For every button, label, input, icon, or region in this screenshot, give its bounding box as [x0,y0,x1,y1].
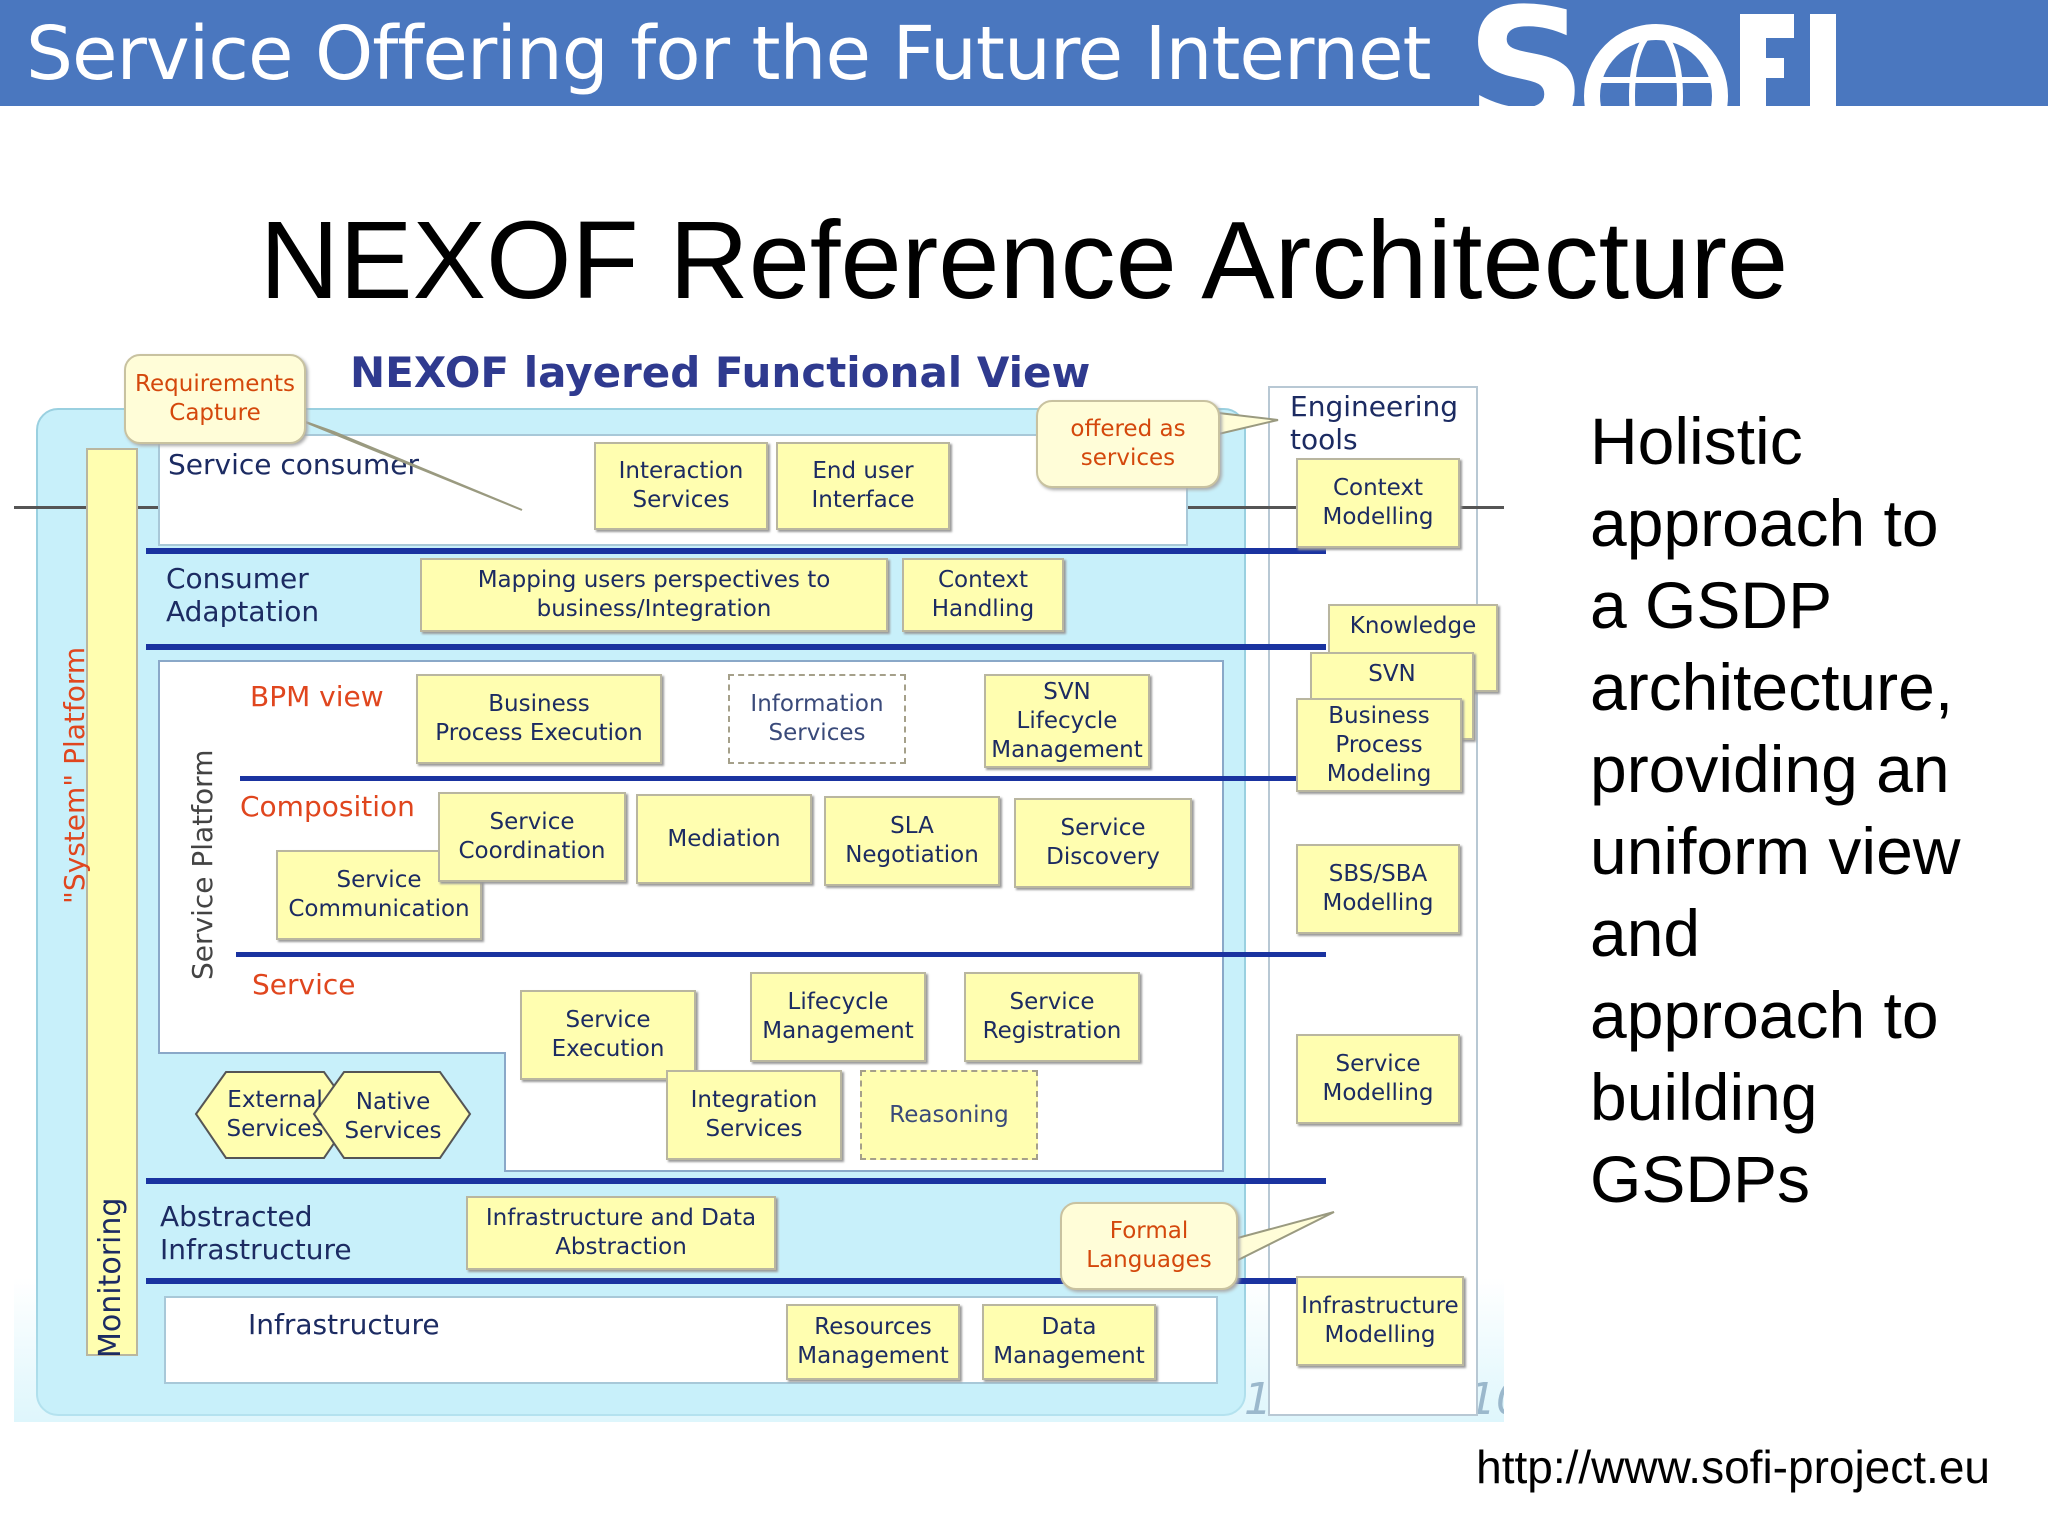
side-text-line: and [1590,896,1701,970]
requirements-capture-callout: Requirements Capture [124,354,306,444]
mapping-users-box: Mapping users perspectives to business/I… [420,558,888,632]
service-consumer-label: Service consumer [168,448,420,481]
sla-negotiation-box: SLA Negotiation [824,796,1000,886]
service-label: Service [252,968,356,1001]
consumer-adaptation-label: Consumer Adaptation [166,562,320,628]
infrastructure-data-abstraction-box: Infrastructure and Data Abstraction [466,1196,776,1270]
reasoning-box: Reasoning [860,1070,1038,1160]
service-modelling-box: Service Modelling [1296,1034,1460,1124]
business-process-execution-box: Business Process Execution [416,674,662,764]
service-hexagons [194,1071,472,1159]
formal-languages-callout: Formal Languages [1060,1202,1238,1290]
svg-text:S: S [1466,0,1593,106]
lifecycle-management-box: Lifecycle Management [750,972,926,1062]
layer-line-4 [236,952,1326,957]
service-coordination-box: Service Coordination [438,792,626,882]
side-text-line: architecture, [1590,650,1954,724]
sofi-logo: S [1464,0,1844,106]
callout-pointers [299,410,1335,1266]
infrastructure-label: Infrastructure [248,1308,440,1341]
integration-services-box: Integration Services [666,1070,842,1160]
context-handling-box: Context Handling [902,558,1064,632]
data-management-box: Data Management [982,1304,1156,1380]
layer-line-3 [240,776,1316,781]
nexof-diagram: 1010101010 Engineering tools NEXOF layer… [14,348,1504,1422]
slide-title: NEXOF Reference Architecture [259,199,1789,322]
external-services-box: External Services [226,1087,324,1142]
service-execution-box: Service Execution [520,990,696,1080]
diagram-title: NEXOF layered Functional View [350,348,1091,397]
layer-line-2 [146,644,1326,650]
service-discovery-box: Service Discovery [1014,798,1192,888]
layer-line-1 [146,548,1326,554]
side-text-line: Holistic [1590,404,1803,478]
engineering-tools-title: Engineering tools [1290,390,1458,456]
context-modelling-box: Context Modelling [1296,458,1460,548]
side-text-line: approach to [1590,486,1939,560]
side-text-line: building [1590,1060,1818,1134]
service-registration-box: Service Registration [964,972,1140,1062]
side-text: Holistic approach to a GSDP architecture… [1590,400,2030,1220]
business-process-modeling-box: Business Process Modeling [1296,698,1462,792]
information-services-box: Information Services [728,674,906,764]
offered-as-services-callout: offered as services [1036,400,1220,488]
bpm-view-label: BPM view [250,680,384,713]
composition-label: Composition [240,790,415,823]
side-text-line: providing an [1590,732,1950,806]
interaction-services-box: Interaction Services [594,442,768,530]
sbs-sba-modelling-box: SBS/SBA Modelling [1296,844,1460,934]
side-text-line: GSDPs [1590,1142,1811,1216]
svn-lifecycle-box: SVN Lifecycle Management [984,674,1150,768]
mediation-box: Mediation [636,794,812,884]
end-user-interface-box: End user Interface [776,442,950,530]
native-services-box: Native Services [344,1089,442,1144]
abstracted-infrastructure-label: Abstracted Infrastructure [160,1200,352,1266]
system-platform-bar [86,448,138,1356]
infrastructure-modelling-box: Infrastructure Modelling [1296,1276,1464,1366]
header-title: Service Offering for the Future Internet [26,11,1432,97]
side-text-line: uniform view [1590,814,1961,888]
layer-line-6 [146,1178,1326,1184]
project-url[interactable]: http://www.sofi-project.eu [1476,1441,1990,1493]
side-text-line: approach to [1590,978,1939,1052]
resources-management-box: Resources Management [786,1304,960,1380]
side-text-line: a GSDP [1590,568,1833,642]
layer-line-7 [146,1278,1326,1284]
